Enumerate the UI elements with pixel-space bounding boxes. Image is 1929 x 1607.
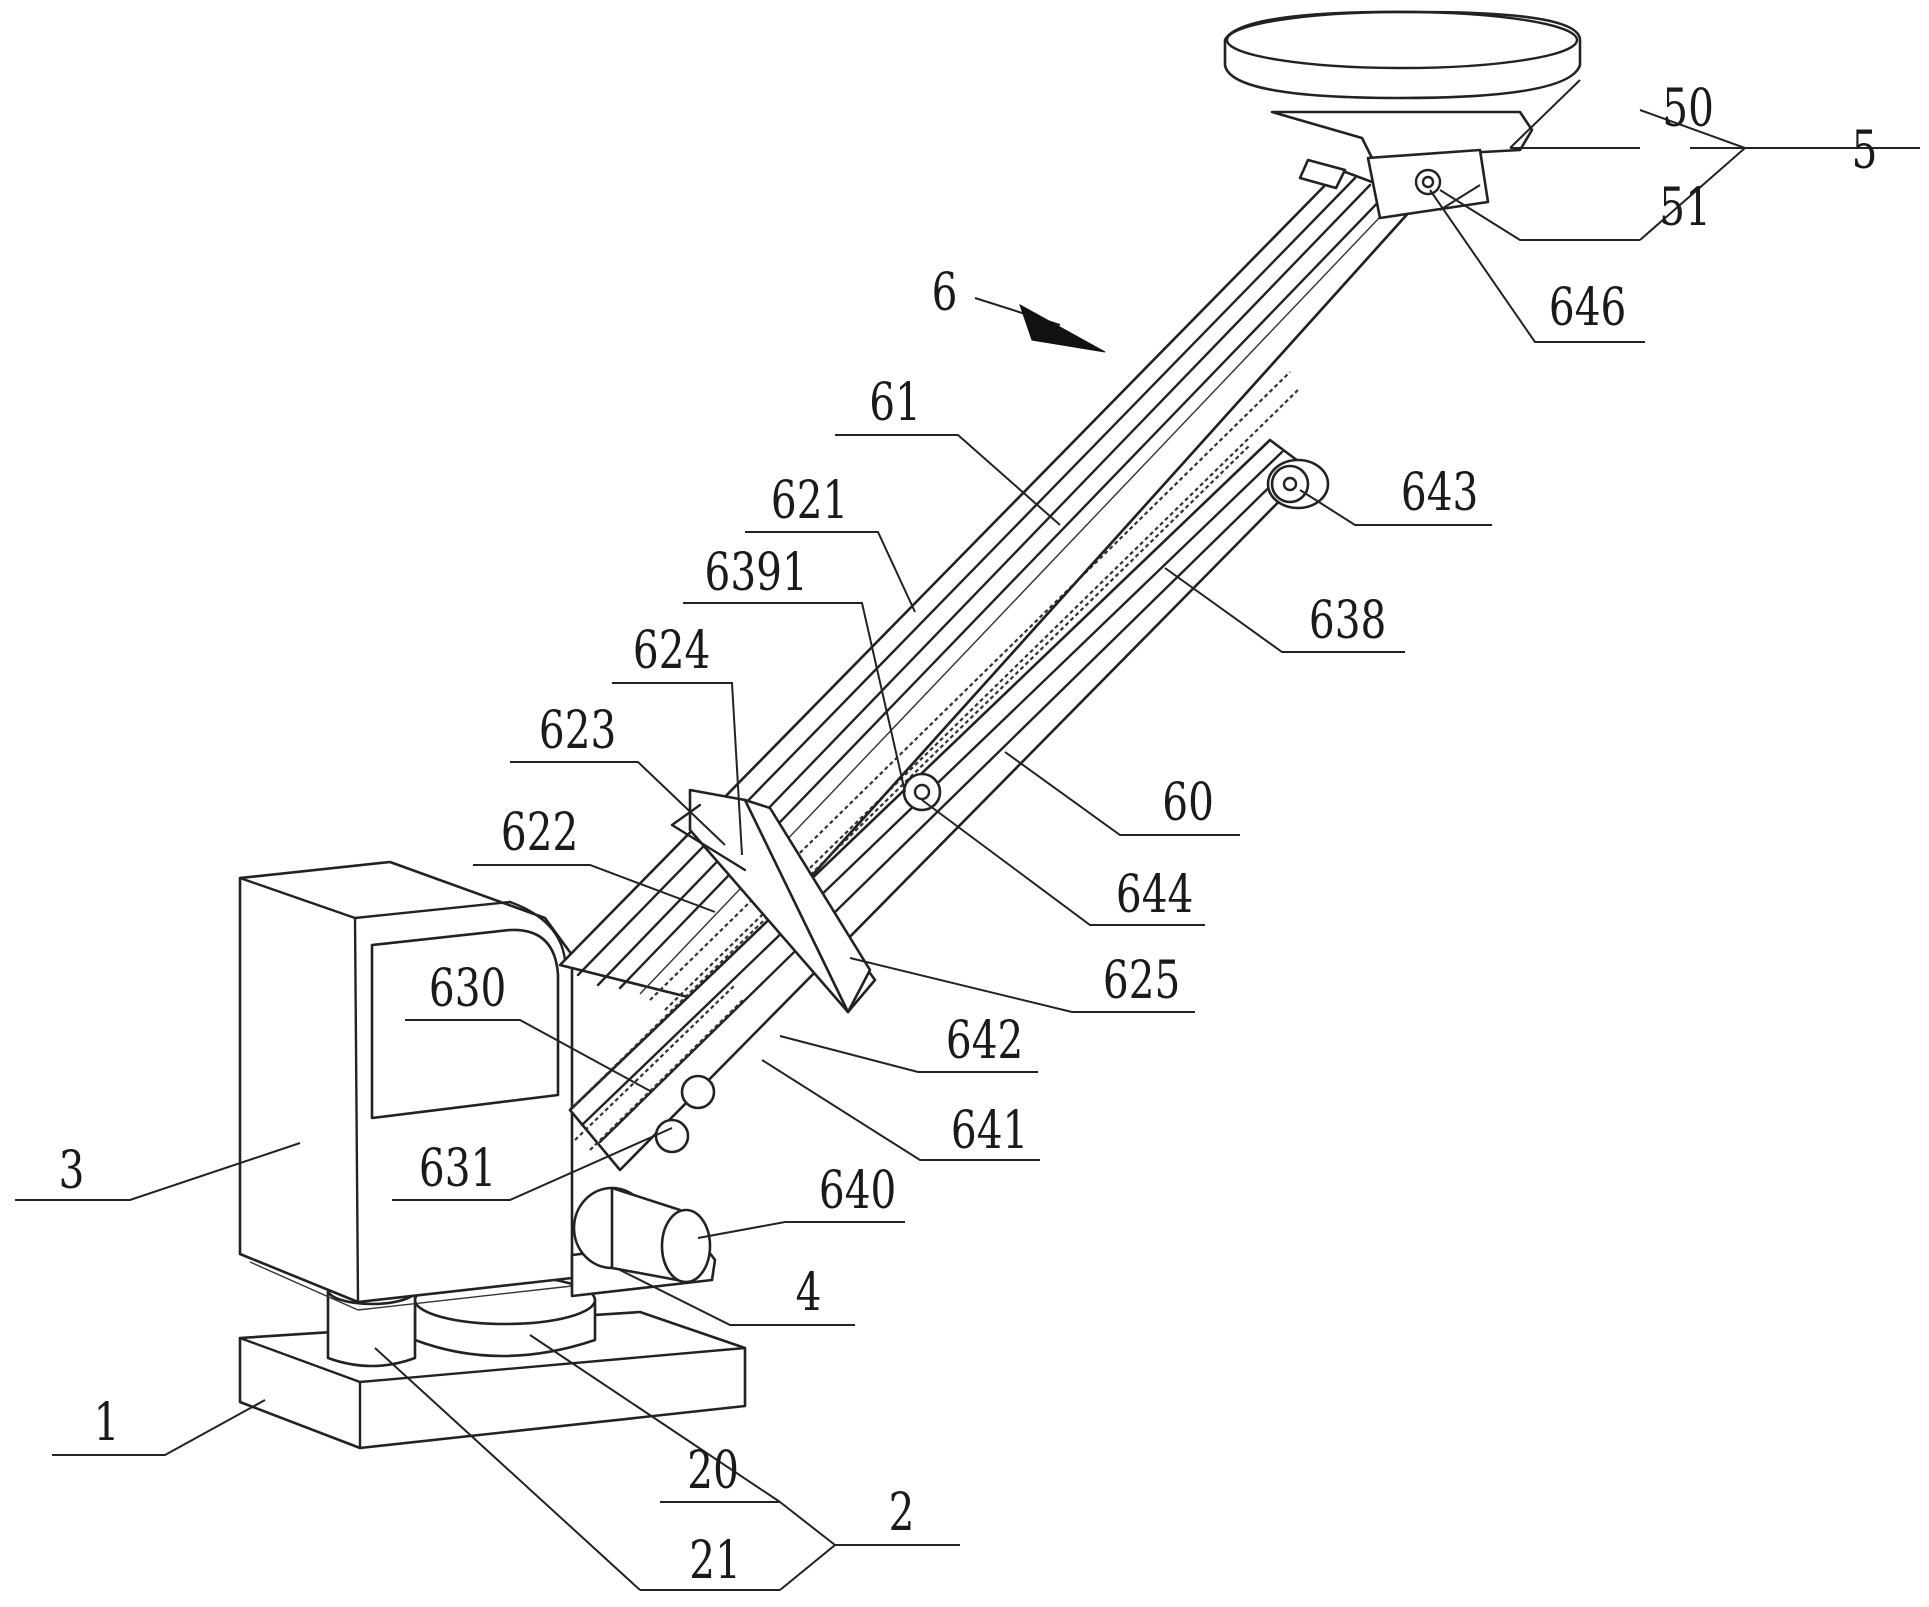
label-642: 642 [946, 1010, 1023, 1070]
label-2: 2 [889, 1482, 915, 1542]
label-640: 640 [819, 1160, 896, 1220]
label-60: 60 [1162, 772, 1214, 832]
reference-labels: 1 3 20 2 21 4 640 641 642 625 644 60 638… [59, 78, 1878, 1590]
label-3: 3 [59, 1140, 85, 1200]
small-wheels-631 [654, 1074, 716, 1154]
sliding-carriage [670, 788, 877, 1014]
label-50: 50 [1662, 78, 1714, 138]
label-5: 5 [1852, 120, 1878, 180]
label-6391: 6391 [705, 542, 808, 602]
label-624: 624 [633, 620, 710, 680]
label-623: 623 [539, 700, 616, 760]
direction-arrow-6 [974, 297, 1106, 353]
pulley-643 [1266, 458, 1330, 510]
label-643: 643 [1401, 462, 1478, 522]
label-625: 625 [1103, 950, 1180, 1010]
label-21: 21 [689, 1530, 741, 1590]
label-646: 646 [1549, 277, 1626, 337]
label-1: 1 [94, 1392, 120, 1452]
drive-motor [572, 1186, 712, 1284]
label-638: 638 [1309, 590, 1386, 650]
pulley-644 [902, 772, 942, 812]
label-6: 6 [932, 262, 958, 322]
label-621: 621 [771, 470, 848, 530]
label-622: 622 [501, 802, 578, 862]
label-631: 631 [419, 1138, 496, 1198]
label-4: 4 [796, 1262, 822, 1322]
control-cabinet [238, 860, 574, 1311]
label-51: 51 [1659, 177, 1711, 237]
label-644: 644 [1116, 864, 1193, 924]
label-641: 641 [951, 1100, 1028, 1160]
label-61: 61 [869, 372, 921, 432]
label-20: 20 [687, 1440, 739, 1500]
label-630: 630 [429, 958, 506, 1018]
leader-lines [15, 79, 1920, 1591]
tray-assembly [1223, 10, 1582, 220]
